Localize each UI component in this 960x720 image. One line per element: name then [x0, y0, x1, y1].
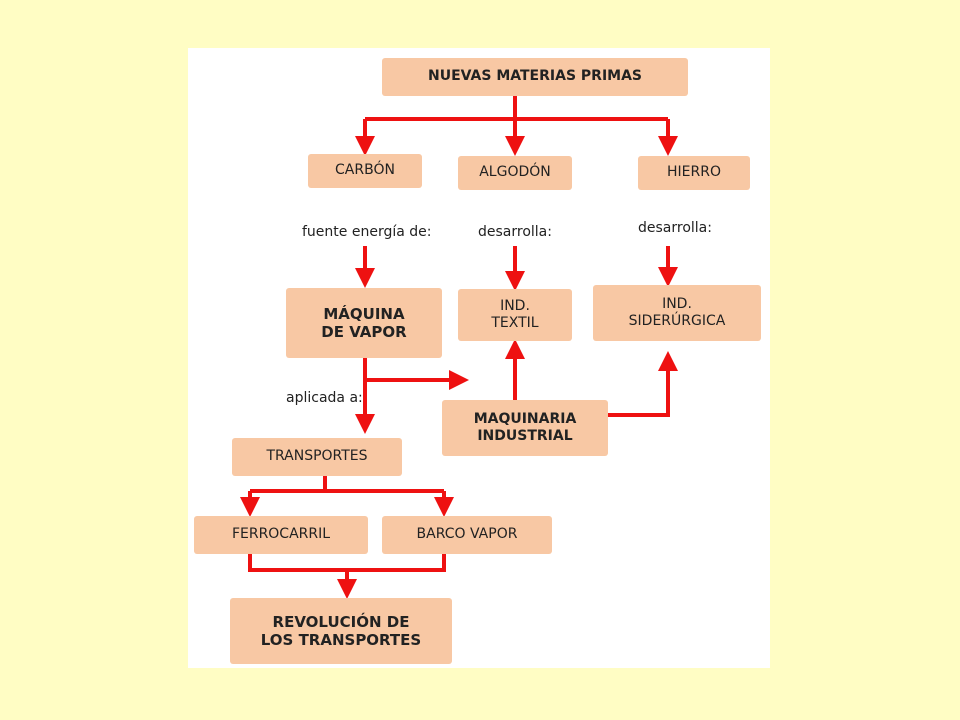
box-maquina-de-vapor: MÁQUINA DE VAPOR	[286, 288, 442, 358]
arrow-maquinaria-to-siderurgica	[608, 351, 678, 417]
box-revolucion-de-los-transportes: REVOLUCIÓN DE LOS TRANSPORTES	[230, 598, 452, 664]
connector-nuevas-branch	[365, 96, 668, 121]
box-ind-siderurgica: IND. SIDERÚRGICA	[593, 285, 761, 341]
box-algodon: ALGODÓN	[458, 156, 572, 190]
box-nuevas-materias-primas: NUEVAS MATERIAS PRIMAS	[382, 58, 688, 96]
label-desarrolla-siderurgica: desarrolla:	[638, 220, 712, 236]
box-maquinaria-industrial: MAQUINARIA INDUSTRIAL	[442, 400, 608, 456]
box-ind-textil: IND. TEXTIL	[458, 289, 572, 341]
label-aplicada-a: aplicada a:	[286, 390, 363, 406]
box-carbon: CARBÓN	[308, 154, 422, 188]
label-fuente-energia: fuente energía de:	[302, 224, 432, 240]
diagram-panel: NUEVAS MATERIAS PRIMAS CARBÓN ALGODÓN HI…	[188, 48, 770, 668]
box-hierro: HIERRO	[638, 156, 750, 190]
connector-join	[248, 554, 446, 572]
box-barco-vapor: BARCO VAPOR	[382, 516, 552, 554]
label-desarrolla-textil: desarrolla:	[478, 224, 552, 240]
box-transportes: TRANSPORTES	[232, 438, 402, 476]
connector-transportes-branch	[250, 476, 444, 493]
box-ferrocarril: FERROCARRIL	[194, 516, 368, 554]
connector-arrows	[240, 96, 678, 599]
arrow-vapor-to-maquinaria	[363, 358, 469, 390]
